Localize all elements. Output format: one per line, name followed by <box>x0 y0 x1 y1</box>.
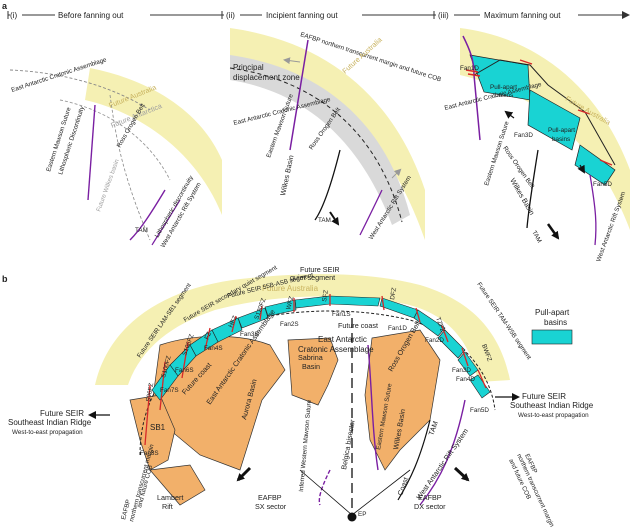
principal-displacement-zone <box>230 55 410 225</box>
fan-4s: Fan4S <box>204 345 223 352</box>
dx-2: DX sector <box>414 502 446 511</box>
stage-ii-title: Incipient fanning out <box>266 11 338 20</box>
future-coast-top: Future coast <box>338 321 378 330</box>
fz-generic: FZ <box>203 331 213 341</box>
left-ridge-3: West-to-east propagation <box>12 429 83 436</box>
future-wilkes-basin-i: Future Wilkes basin <box>95 158 121 213</box>
fan5d-iii: Fan5D <box>593 181 612 188</box>
tam-iii: TAM <box>530 230 542 245</box>
fz-tz: TZFZ <box>434 316 446 333</box>
fz-h: HFZ <box>227 315 239 329</box>
principal-zone-line2: displacement zone <box>233 73 300 82</box>
pull-apart-basin-iii-2 <box>527 89 581 151</box>
radial-lines <box>299 318 411 522</box>
tam-ii: TAM <box>318 217 331 224</box>
pull-apart-iii-1-line2: basins <box>495 92 513 99</box>
pull-apart-iii-2-line2: basins <box>552 136 570 143</box>
fan-2d: Fan2D <box>425 337 444 344</box>
future-australia-band-b <box>95 274 510 385</box>
future-australia-band-i <box>85 68 222 215</box>
sx-2: SX sector <box>255 502 287 511</box>
stage-headers: (i) Before fanning out (ii) Incipient fa… <box>10 10 578 20</box>
left-ridge-1: Future SEIR <box>40 409 84 418</box>
principal-zone-line1: Principal <box>233 63 264 72</box>
fz-w: WFZ <box>285 295 295 310</box>
tam-b: TAM <box>426 420 439 437</box>
coast-b: Coast <box>395 476 410 497</box>
inferred-mawson-b: Inferred Western Mawson Suture <box>298 399 313 492</box>
transform-faults <box>144 294 487 446</box>
ep-label: EP <box>358 511 366 518</box>
sx-motion-arrow <box>236 466 252 482</box>
fan-1d: Fan1D <box>388 325 407 332</box>
legend-line2: basins <box>544 318 567 327</box>
future-australia-b: Future Australia <box>262 284 319 293</box>
right-ridge-1: Future SEIR <box>522 392 566 401</box>
fan-5d: Fan5D <box>470 407 489 414</box>
fz-s96: S96FZ <box>145 382 155 402</box>
fan-6s: Fan6S <box>175 367 194 374</box>
fan1d-iii: Fan1D <box>460 65 479 72</box>
fan-7s: Fan7S <box>160 387 179 394</box>
west-antarctic-rift-iii: West Antarctic Rift System <box>595 191 627 263</box>
stage-iii-num: (iii) <box>438 11 449 20</box>
stage-iii-map <box>460 28 630 246</box>
pull-apart-iii-1-line1: Pull-apart <box>490 84 517 91</box>
east-antarctic-craton-b-2: Cratonic Assemblage <box>298 345 374 354</box>
panel-a-label: a <box>2 1 8 11</box>
lambert-block <box>149 464 206 506</box>
fan-1s: Fan1S <box>332 311 351 318</box>
stage-i-map <box>9 68 222 246</box>
ross-wilkes-block <box>364 329 441 471</box>
belgica-bisector: Belgica bisector <box>339 418 357 470</box>
fan-3d: Fan3D <box>452 367 471 374</box>
fan-4d: Fan4D <box>456 376 475 383</box>
sabrina-block <box>287 337 339 406</box>
panel-b-label: b <box>2 274 8 284</box>
seir-quiet-line2: quiet segment <box>290 273 335 282</box>
sutures-b <box>318 344 466 506</box>
wilkes-basin-ii: Wilkes Basin <box>278 154 295 196</box>
fz-d: DFZ <box>389 287 398 300</box>
legend-swatch <box>531 329 573 345</box>
pull-apart-iii-2-line1: Pull-apart <box>548 127 575 134</box>
dx-1: EAFBP <box>418 493 442 502</box>
stage-iii-title: Maximum fanning out <box>484 11 561 20</box>
stage-i-num: (i) <box>10 11 17 20</box>
stage-i-title: Before fanning out <box>58 11 124 20</box>
stage-ii-map <box>229 28 425 240</box>
seir-quiet-line1: Future SEIR <box>300 265 340 274</box>
stage-ii-num: (ii) <box>226 11 235 20</box>
sb1: SB1 <box>150 423 166 432</box>
left-ridge-2: Southeast Indian Ridge <box>8 418 92 427</box>
fan-8s: Fan8S <box>140 450 159 457</box>
fan3d-iii: Fan3D <box>514 132 533 139</box>
right-ridge-3: West-to-east propagation <box>518 412 589 419</box>
west-antarctic-rift-b: West Antarctic Rift System <box>414 427 470 501</box>
legend-line1: Pull-apart <box>535 308 570 317</box>
future-australia-band-ii <box>230 28 425 240</box>
fan-labels: Fan1S Fan2S Fan3S Fan4S Fan6S Fan7S Fan8… <box>140 311 489 457</box>
sabrina-1: Sabrina <box>298 353 323 362</box>
east-antarctic-craton-b-1: East Antarctic <box>318 335 367 344</box>
sx-1: EAFBP <box>258 493 282 502</box>
dx-motion-arrow <box>453 466 470 482</box>
lambert-1: Lambert <box>157 493 183 502</box>
fz-s: SFZ <box>321 289 330 302</box>
fan-2s: Fan2S <box>280 321 299 328</box>
fan-3s: Fan3S <box>240 331 259 338</box>
right-ridge-2: Southeast Indian Ridge <box>510 401 594 410</box>
sabrina-2: Basin <box>302 362 320 371</box>
tam-i: TAM <box>135 227 148 234</box>
lambert-2: Rift <box>162 502 173 511</box>
